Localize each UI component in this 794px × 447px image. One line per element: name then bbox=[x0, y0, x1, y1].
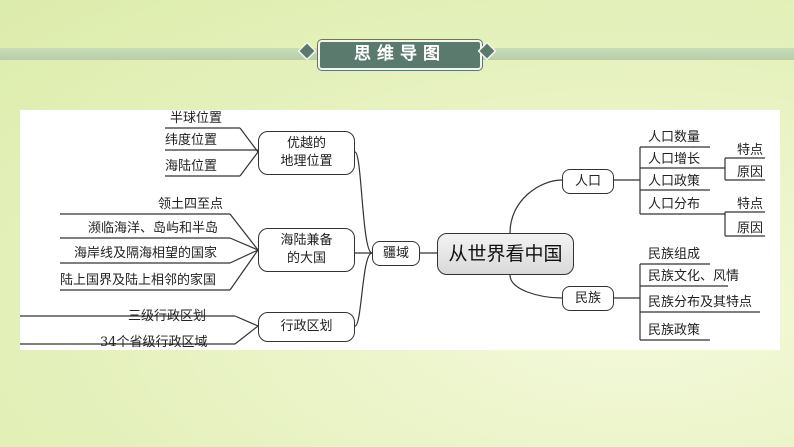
ornament-left-icon bbox=[298, 42, 316, 60]
ornament-right-icon bbox=[478, 42, 496, 60]
box-territory: 疆域 bbox=[372, 241, 420, 266]
distribution-causes: 原因 bbox=[737, 221, 764, 236]
item-population-distribution: 人口分布 bbox=[648, 197, 701, 212]
growth-causes: 原因 bbox=[737, 165, 764, 180]
item-ethnic-culture: 民族文化、风情 bbox=[648, 269, 740, 284]
item-latitude-position: 纬度位置 bbox=[165, 133, 218, 148]
item-land-borders: 陆上国界及陆上相邻的家国 bbox=[60, 273, 217, 288]
item-land-sea-position: 海陆位置 bbox=[165, 159, 218, 174]
header-title: 思维导图 bbox=[318, 40, 482, 70]
item-provincial-units: 34个省级行政区域 bbox=[100, 335, 208, 350]
item-population-policy: 人口政策 bbox=[648, 174, 701, 189]
item-ethnic-composition: 民族组成 bbox=[648, 247, 701, 262]
item-hemisphere-position: 半球位置 bbox=[170, 111, 223, 126]
item-territory-extremes: 领土四至点 bbox=[158, 197, 224, 212]
item-ethnic-distribution: 民族分布及其特点 bbox=[648, 295, 753, 310]
item-three-level-division: 三级行政区划 bbox=[128, 309, 207, 324]
item-seas-islands: 濒临海洋、岛屿和半岛 bbox=[88, 221, 219, 236]
mind-map-header: 思维导图 bbox=[0, 40, 794, 70]
growth-features: 特点 bbox=[737, 143, 764, 158]
item-ethnic-policy: 民族政策 bbox=[648, 323, 701, 338]
box-geographic-location: 优越的 地理位置 bbox=[258, 131, 355, 175]
box-land-sea-power: 海陆兼备 的大国 bbox=[258, 228, 355, 272]
distribution-features: 特点 bbox=[737, 197, 764, 212]
box-ethnic-groups: 民族 bbox=[562, 286, 614, 311]
box-administrative-division: 行政区划 bbox=[258, 312, 355, 342]
diagram-panel bbox=[20, 110, 780, 350]
item-population-growth: 人口增长 bbox=[648, 152, 701, 167]
box-population: 人口 bbox=[562, 169, 614, 194]
item-population-size: 人口数量 bbox=[648, 130, 701, 145]
item-coastline: 海岸线及隔海相望的国家 bbox=[74, 246, 218, 261]
center-topic: 从世界看中国 bbox=[437, 233, 574, 275]
